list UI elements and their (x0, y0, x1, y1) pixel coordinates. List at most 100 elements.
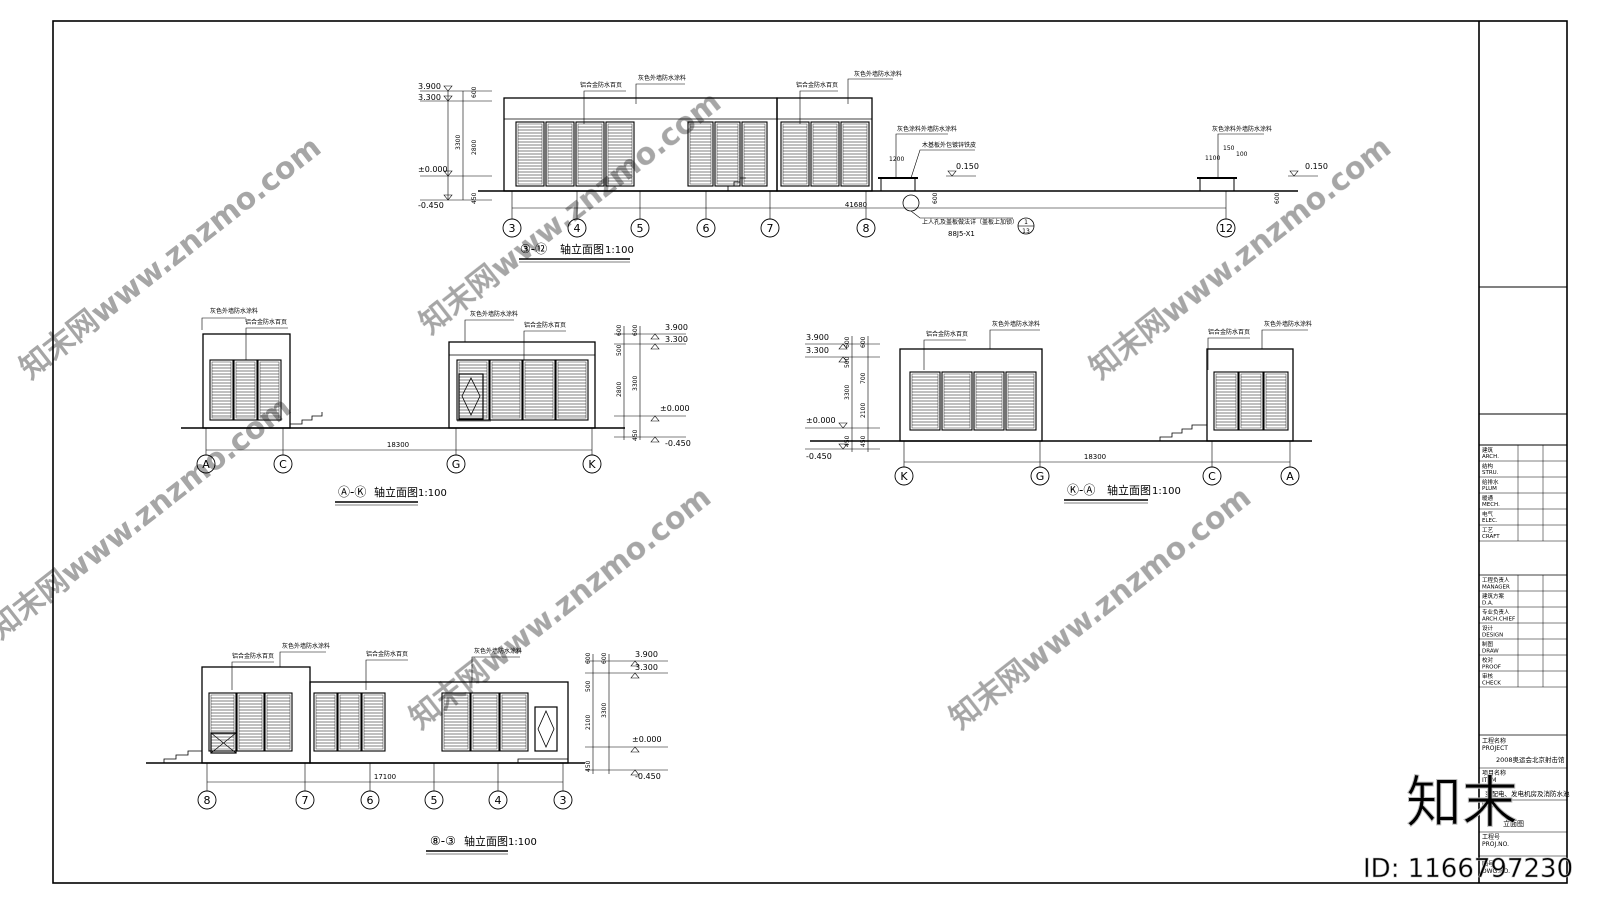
level-top: 3.900 (665, 323, 688, 332)
building-block-left (202, 333, 291, 429)
role-cn: 设计 (1482, 624, 1494, 632)
axis-label: 8 (863, 222, 870, 235)
dim-3300: 3300 (632, 376, 639, 391)
watermark-id: ID: 1166797230 (1363, 854, 1573, 884)
axis-bubble-a: A (1280, 441, 1300, 486)
label-louver: 铝合金防水百页 (232, 652, 274, 660)
discipline-en: PLUM (1482, 486, 1497, 492)
building-block-right (776, 97, 873, 192)
louver-panel (714, 121, 741, 187)
louver-panel (780, 121, 810, 187)
pavilion-left (880, 177, 916, 192)
axis-bubble-12: 12 (1216, 191, 1236, 238)
axis-label: A (1286, 470, 1294, 483)
door-diamond (537, 710, 555, 748)
leader-louver-2 (523, 330, 566, 360)
leader-paint (201, 317, 246, 330)
title-block-rows: 建筑ARCH.结构STRU.给排水PLUM暖通MECH.电气ELEC.工艺CRA… (1479, 445, 1567, 688)
building-block-left (899, 348, 1043, 442)
louver-panel (522, 359, 556, 421)
leader-louver-2 (799, 90, 838, 124)
dim-500: 500 (616, 344, 623, 356)
dim-1200: 1200 (889, 156, 904, 163)
axis-label: 3 (509, 222, 516, 235)
level-neg: -0.450 (635, 772, 661, 781)
dim-600: 600 (616, 324, 623, 336)
leader-paint (989, 329, 1040, 349)
dim-450: 450 (860, 435, 867, 447)
axis-bubble-g: G (1030, 441, 1050, 486)
role-en: DRAW (1482, 649, 1499, 655)
dim-150: 150 (1223, 145, 1235, 152)
louver-panel (470, 692, 500, 752)
leader-louver-2 (1207, 337, 1250, 370)
role-cn: 制图 (1482, 640, 1494, 648)
dim-100: 100 (1236, 151, 1248, 158)
axis-bubble-g: G (446, 428, 466, 474)
discipline-en: ELEC. (1482, 518, 1498, 524)
dwgno-cn: 图号 (1482, 861, 1494, 868)
louver-panel (361, 692, 386, 752)
louver-group (208, 692, 529, 752)
watermark-text: 知末网www.znzmo.com (0, 390, 298, 647)
dim-3300: 3300 (455, 135, 462, 150)
louver-panel (208, 692, 237, 752)
watermark-text: 知末网www.znzmo.com (413, 85, 728, 342)
louver-panel (441, 692, 471, 752)
leader-step (910, 149, 975, 179)
dim-600: 600 (471, 86, 478, 98)
discipline-en: ARCH. (1482, 454, 1499, 460)
louver-panel (840, 121, 870, 187)
louver-group (909, 371, 1289, 431)
stair (1159, 424, 1207, 441)
axis-label: C (1208, 470, 1216, 483)
louver-panel (1263, 371, 1289, 431)
label-louver: 铝合金防水百页 (580, 81, 622, 89)
axis-bubble-7: 7 (295, 763, 315, 810)
discipline-en: CRAFT (1482, 534, 1500, 540)
axis-label: G (452, 458, 461, 471)
stair (289, 412, 323, 428)
dim-500: 500 (844, 356, 851, 368)
level-pav2: 0.150 (1305, 162, 1328, 171)
label-paint: 灰色外墙防水涂料 (638, 74, 686, 82)
axis-label: 8 (204, 794, 211, 807)
level-eave: 3.300 (418, 93, 441, 102)
axis-bubble-3: 3 (502, 191, 522, 238)
sheet-border (52, 20, 1568, 884)
axis-bubble-a: A (196, 428, 216, 474)
label-paint: 灰色外墙防水涂料 (282, 642, 330, 650)
axis-bubble-8: 8 (856, 191, 876, 238)
axis-label: 6 (703, 222, 710, 235)
role-en: CHECK (1482, 681, 1501, 687)
dim-600: 600 (585, 652, 592, 664)
title-text: 轴立面图 (464, 834, 508, 848)
louver-panel (1238, 371, 1264, 431)
louver-panel (1005, 371, 1037, 431)
dim-3300: 3300 (601, 703, 608, 718)
leader-paint-2 (471, 656, 520, 682)
title-axes: ⑧-③ (430, 834, 456, 848)
axis-bubble-3: 3 (553, 763, 573, 810)
axis-bubble-4: 4 (488, 763, 508, 810)
level-top: 3.900 (806, 333, 829, 342)
axis-bubble-k: K (894, 441, 914, 486)
louver-panel (605, 121, 635, 187)
discipline-cn: 给排水 (1482, 478, 1499, 486)
lower-door-x (210, 732, 237, 754)
dim-2800: 2800 (616, 382, 623, 397)
level-neg: -0.450 (665, 439, 691, 448)
projno-cn: 工程号 (1482, 833, 1500, 841)
axis-label: 4 (495, 794, 502, 807)
pavilion-right (1199, 177, 1235, 192)
watermark-text: 知末网www.znzmo.com (13, 130, 328, 387)
title-scale: 1:100 (418, 488, 447, 499)
role-cn: 工程负责人 (1482, 576, 1510, 584)
